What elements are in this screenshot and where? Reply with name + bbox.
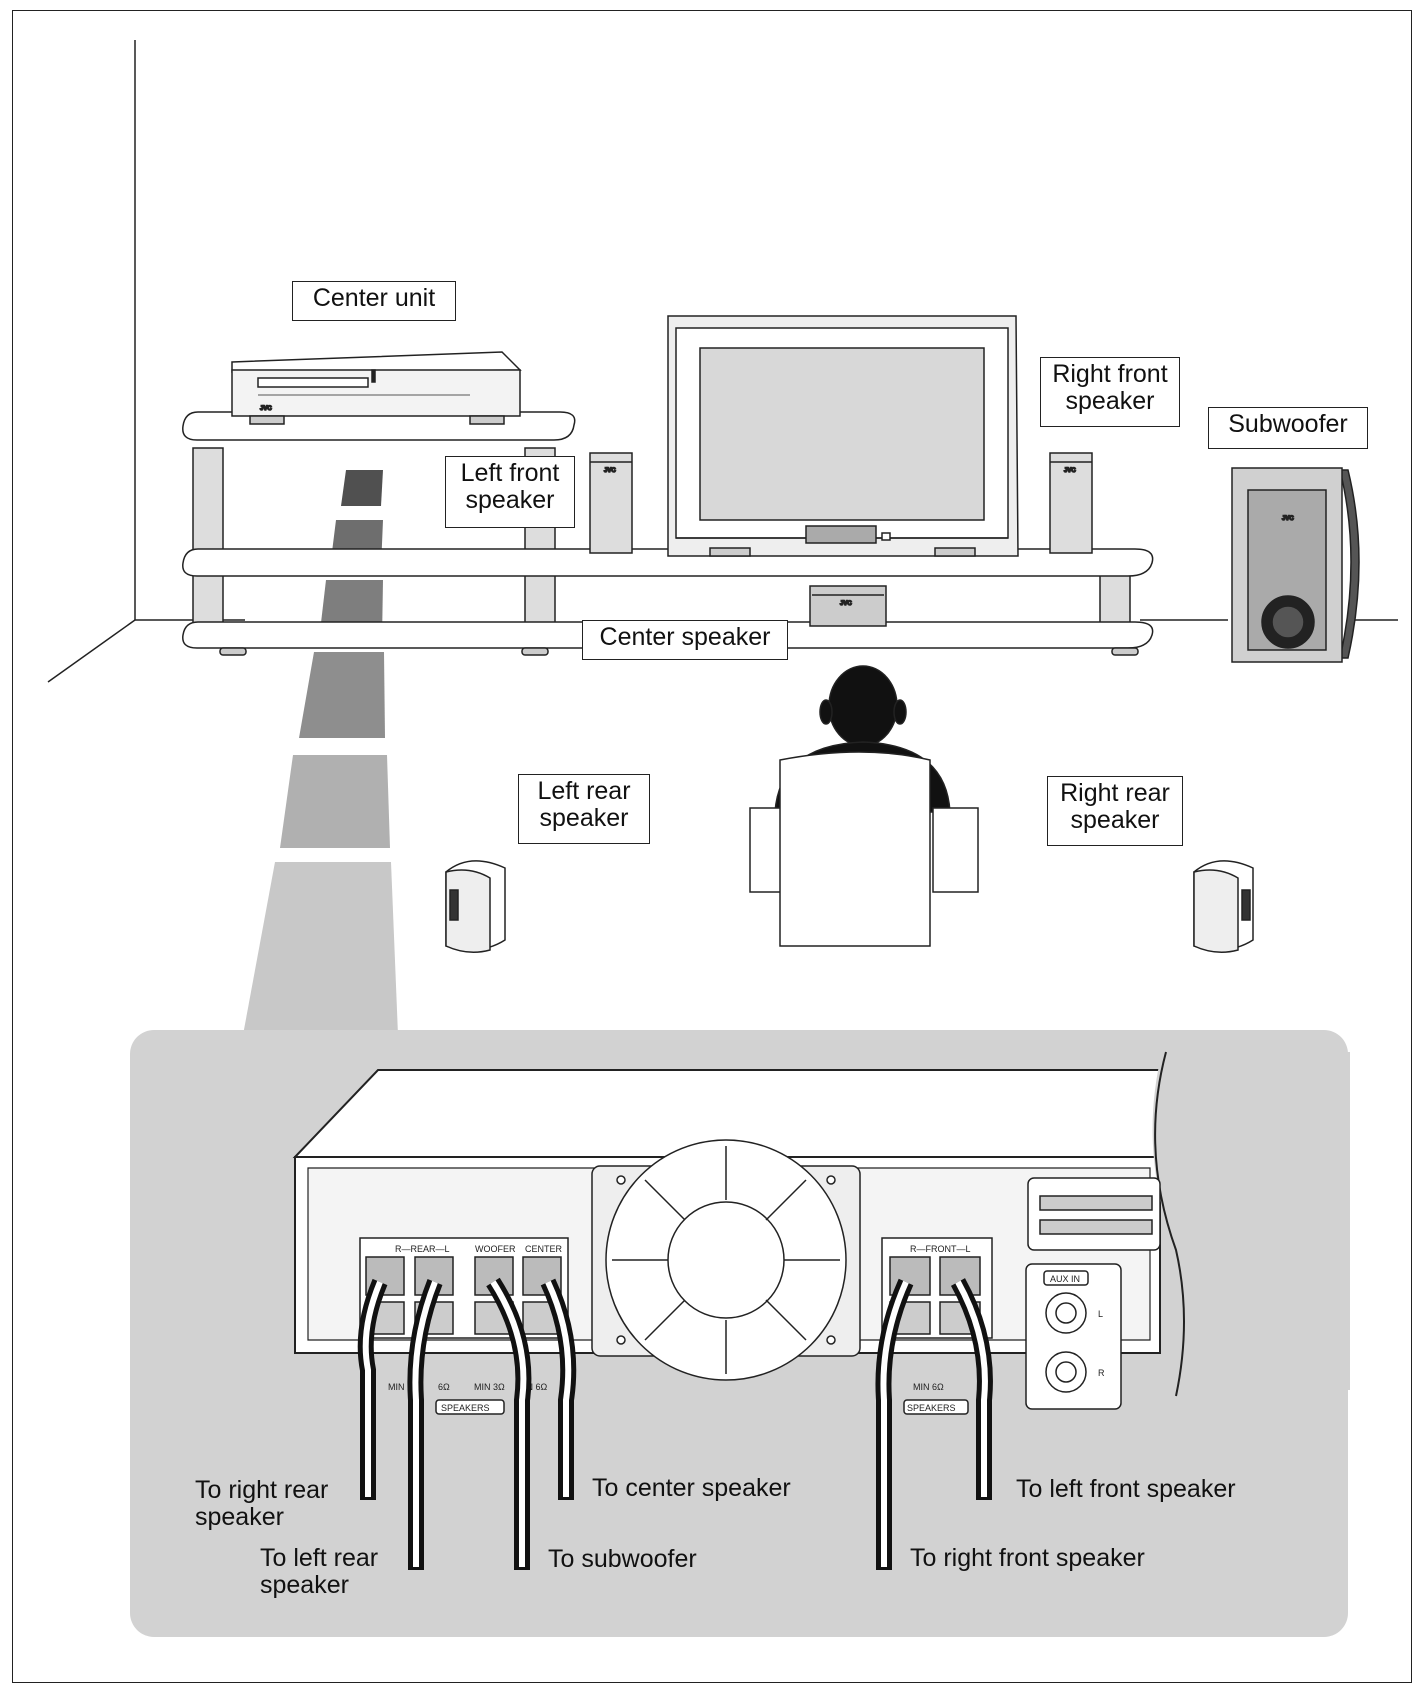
- caption-left-front: To left front speaker: [1016, 1475, 1236, 1503]
- label-subwoofer: Subwoofer: [1208, 407, 1368, 449]
- label-left-front-line2: speaker: [465, 486, 555, 514]
- television: [667, 315, 1019, 557]
- speakers-marking-right: SPEAKERS: [907, 1403, 956, 1413]
- aux-l-marking: L: [1098, 1309, 1103, 1319]
- speakers-marking-left: SPEAKERS: [441, 1403, 490, 1413]
- aux-in-jacks: AUX IN L R: [1025, 1177, 1161, 1410]
- min-marking-right: MIN 6Ω: [913, 1382, 944, 1392]
- label-left-front-line1: Left front: [460, 459, 560, 487]
- left-front-speaker-device: JVC: [589, 452, 633, 554]
- caption-right-rear-line1: To right rear: [195, 1476, 329, 1504]
- min-marking-mid: MIN 3Ω: [474, 1382, 505, 1392]
- label-right-rear-line1: Right rear: [1060, 779, 1170, 807]
- center-speaker-device: JVC: [809, 585, 887, 627]
- rear-terminal-marking: R—REAR—L: [395, 1244, 450, 1254]
- listener-and-chair: [749, 665, 979, 947]
- label-left-rear-line1: Left rear: [537, 777, 631, 805]
- caption-right-rear-line2: speaker: [195, 1503, 284, 1531]
- caption-right-rear: To right rear speaker: [195, 1477, 328, 1531]
- caption-right-front: To right front speaker: [910, 1544, 1145, 1572]
- svg-text:JVC: JVC: [260, 406, 272, 412]
- zoom-beam: [243, 418, 398, 1035]
- label-left-front-speaker: Left front speaker: [445, 456, 575, 528]
- label-subwoofer-text: Subwoofer: [1228, 410, 1348, 438]
- svg-text:JVC: JVC: [604, 468, 616, 474]
- cooling-fan: [591, 1139, 861, 1381]
- caption-subwoofer: To subwoofer: [548, 1545, 697, 1573]
- right-front-speaker-device: JVC: [1049, 452, 1093, 554]
- label-center-speaker: Center speaker: [582, 620, 788, 660]
- aux-r-marking: R: [1098, 1368, 1105, 1378]
- label-left-rear-speaker: Left rear speaker: [518, 774, 650, 844]
- ohm-marking-mid: IN 6Ω: [524, 1382, 548, 1392]
- subwoofer-device: JVC: [1231, 467, 1360, 663]
- room-walls: [47, 40, 1398, 683]
- label-right-front-line1: Right front: [1052, 360, 1168, 388]
- aux-in-marking: AUX IN: [1050, 1274, 1080, 1284]
- caption-left-rear-line1: To left rear: [260, 1544, 379, 1572]
- label-right-front-line2: speaker: [1065, 387, 1155, 415]
- label-center-unit-text: Center unit: [312, 284, 436, 312]
- ohm-marking-left: 6Ω: [438, 1382, 450, 1392]
- page-frame: [12, 10, 1412, 1683]
- woofer-terminal-marking: WOOFER: [475, 1244, 516, 1254]
- center-terminal-marking: CENTER: [525, 1244, 563, 1254]
- svg-text:JVC: JVC: [1282, 516, 1294, 522]
- label-right-rear-line2: speaker: [1070, 806, 1160, 834]
- label-right-rear-speaker: Right rear speaker: [1047, 776, 1183, 846]
- label-right-front-speaker: Right front speaker: [1040, 357, 1180, 427]
- caption-left-rear: To left rear speaker: [260, 1545, 378, 1599]
- label-center-speaker-text: Center speaker: [599, 623, 771, 651]
- caption-left-rear-line2: speaker: [260, 1571, 349, 1599]
- front-terminal-marking: R—FRONT—L: [910, 1244, 971, 1254]
- right-rear-speaker-device: [1193, 860, 1254, 953]
- label-center-unit: Center unit: [292, 281, 456, 321]
- center-unit-device: JVC: [231, 351, 522, 425]
- left-rear-speaker-device: [445, 860, 506, 953]
- svg-text:JVC: JVC: [1064, 468, 1076, 474]
- label-left-rear-line2: speaker: [539, 804, 629, 832]
- speaker-cables: [357, 1277, 993, 1570]
- svg-text:JVC: JVC: [840, 601, 852, 607]
- caption-center: To center speaker: [592, 1474, 791, 1502]
- min-marking-left: MIN: [388, 1382, 405, 1392]
